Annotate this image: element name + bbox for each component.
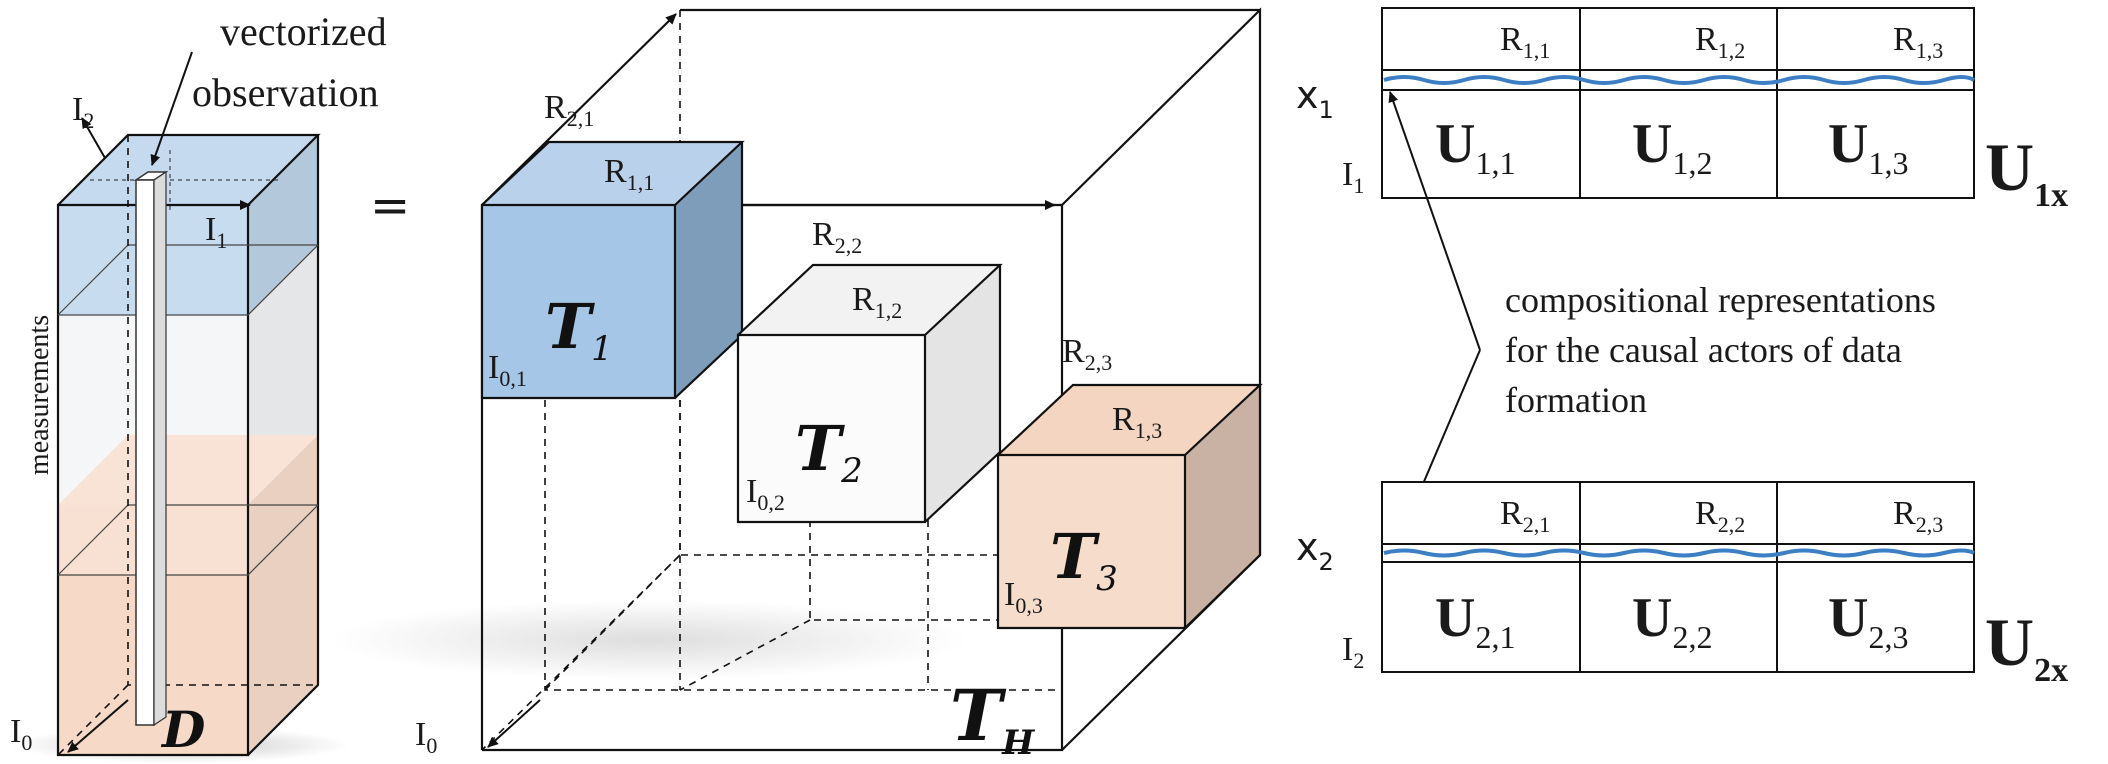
r21-label: R2,1	[544, 89, 594, 131]
u1x-label: U1x	[1985, 129, 2068, 214]
axis-i2-label: I2	[72, 91, 94, 133]
callout-line-1: vectorized	[220, 9, 387, 54]
i0-label-mid: I0	[415, 716, 437, 758]
cube-t1-top	[482, 142, 742, 205]
cell-u13: U1,3	[1828, 113, 1908, 181]
matrix-u1: R1,1 R1,2 R1,3 U1,1 U1,2 U1,3 x1 I1 U1x	[1296, 7, 2068, 214]
th-label: TH	[950, 674, 1036, 763]
t3-label: T3	[1050, 520, 1118, 599]
callout-arrow	[150, 51, 193, 166]
vectorized-observation-bar	[135, 179, 155, 726]
x2-label: x2	[1296, 525, 1334, 576]
header-r23: R2,3	[1893, 495, 1943, 537]
axis-i0-arrow-mid	[487, 699, 541, 748]
callout-line-2: observation	[192, 70, 379, 115]
i03-label: I0,3	[1004, 576, 1043, 618]
cube-t2-front	[738, 335, 925, 522]
matrix-u2: R2,1 R2,2 R2,3 U2,1 U2,2 U2,3 x2 I2 U2x	[1296, 481, 2068, 689]
i02-label: I0,2	[746, 473, 785, 515]
cube-t1-front	[482, 205, 675, 398]
tensor-d-label: D	[160, 700, 205, 759]
header-r21: R2,1	[1500, 495, 1550, 537]
annotation-arrow-up	[1388, 91, 1481, 351]
blue-block-top	[58, 135, 318, 205]
t1-label: T1	[545, 290, 613, 369]
r23-label: R2,3	[1062, 333, 1112, 375]
annotation-line-2: for the causal actors of data	[1505, 330, 1902, 370]
cube-t3-front	[998, 455, 1185, 628]
axis-i0-label: I0	[10, 713, 32, 755]
axis-i2-arrow	[81, 117, 106, 159]
axis-i1-label: I1	[205, 211, 227, 253]
header-r12: R1,2	[1695, 21, 1745, 63]
header-r11: R1,1	[1500, 21, 1550, 63]
r13-label: R1,3	[1112, 401, 1162, 443]
observation-x1-wave	[1383, 75, 1976, 85]
cell-u11: U1,1	[1435, 113, 1515, 181]
cell-u12: U1,2	[1632, 113, 1712, 181]
observation-x2-wave	[1383, 548, 1975, 558]
data-tensor-group: vectorized observation I2 I1 I0 measurem…	[10, 9, 387, 763]
r12-label: R1,2	[852, 281, 902, 323]
cube-t1-side	[675, 142, 742, 398]
r11-label: R1,1	[604, 153, 654, 195]
cell-u21: U2,1	[1435, 587, 1515, 655]
annotation-line-1: compositional representations	[1505, 280, 1936, 320]
t2-label: T2	[795, 412, 863, 491]
cell-u23: U2,3	[1828, 587, 1908, 655]
measurements-label: measurements	[24, 315, 55, 475]
annotation-line-3: formation	[1505, 380, 1647, 420]
axis-i0-arrow	[67, 699, 129, 753]
header-r22: R2,2	[1695, 495, 1745, 537]
x1-label: x1	[1296, 73, 1334, 124]
equals-sign: =	[370, 178, 410, 234]
i01-label: I0,1	[488, 349, 527, 391]
i1-label-right: I1	[1342, 156, 1364, 198]
i2-label-right: I2	[1342, 631, 1364, 673]
u2x-label: U2x	[1985, 604, 2068, 689]
hierarchical-tensor-group: R2,1 R1,1 I0,1 T1 R2,2 R1,2 I0,2 T2 R2,3…	[330, 7, 1263, 763]
r22-label: R2,2	[812, 216, 862, 258]
header-r13: R1,3	[1893, 21, 1943, 63]
factor-matrices-group: R1,1 R1,2 R1,3 U1,1 U1,2 U1,3 x1 I1 U1x …	[1296, 7, 2068, 689]
cell-u22: U2,2	[1632, 587, 1712, 655]
annotation: compositional representations for the ca…	[1388, 91, 1936, 539]
